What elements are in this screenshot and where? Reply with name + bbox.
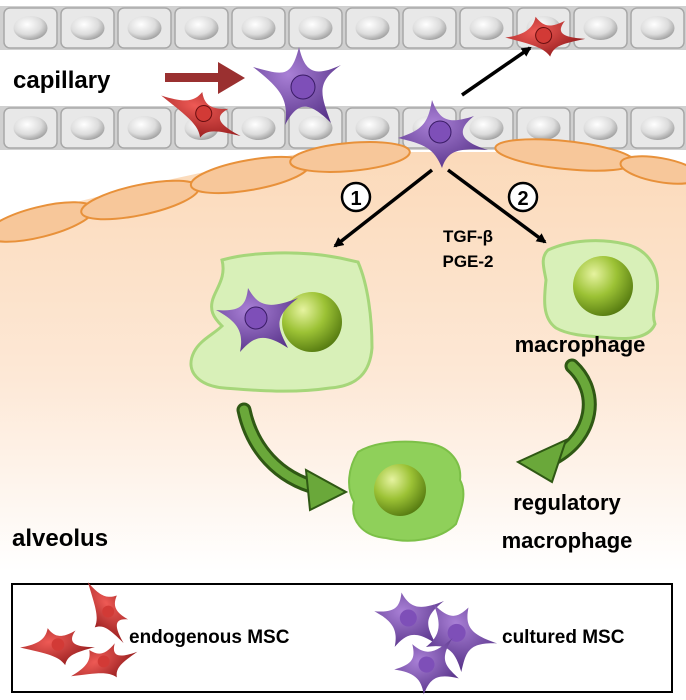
endothelial-nucleus [583, 16, 618, 40]
endothelial-nucleus [13, 16, 48, 40]
endothelial-nucleus [469, 16, 504, 40]
macrophage-label: macrophage [515, 332, 646, 357]
endothelial-nucleus [241, 16, 276, 40]
step-2-marker: 2 [507, 181, 539, 213]
legend-cultured-label: cultured MSC [502, 627, 625, 648]
legend: endogenous MSC cultured MSC [11, 582, 673, 695]
macrophage-cell [541, 239, 660, 340]
arrow-pathway-1 [333, 168, 434, 248]
capillary-label: capillary [13, 67, 111, 94]
cultured-msc-capillary [253, 47, 341, 125]
endothelial-nucleus [184, 16, 219, 40]
endothelial-nucleus [298, 116, 333, 140]
endothelial-nucleus [640, 16, 675, 40]
legend-endogenous-label: endogenous MSC [129, 627, 290, 648]
regulatory-label-line1: regulatory [513, 490, 621, 515]
endothelial-nucleus [640, 116, 675, 140]
endothelial-nucleus [127, 16, 162, 40]
factor-pge2: PGE-2 [442, 252, 493, 271]
arrow-to-capillary-exit [461, 46, 532, 97]
capillary-wall-top [0, 6, 686, 50]
legend-cultured-icon [374, 592, 498, 695]
endothelial-nucleus [13, 116, 48, 140]
curved-arrow-left [236, 402, 349, 512]
legend-endogenous-icon [20, 582, 138, 678]
regulatory-label-line2: macrophage [502, 528, 633, 553]
alveolar-epithelium [0, 138, 686, 243]
factor-tgf-beta: TGF-β [443, 227, 493, 246]
endothelial-nucleus [355, 16, 390, 40]
endogenous-msc-top-right [505, 16, 586, 57]
alveolus-label: alveolus [12, 525, 108, 552]
endothelial-nucleus [355, 116, 390, 140]
endogenous-msc-capillary [161, 91, 241, 138]
endothelial-nucleus [526, 116, 561, 140]
regulatory-macrophage-cell [348, 440, 465, 542]
endothelial-nucleus [298, 16, 333, 40]
curved-arrow-right [515, 358, 597, 484]
arrow-pathway-2 [446, 168, 547, 244]
svg-text:1: 1 [350, 188, 361, 210]
endothelial-nucleus [412, 16, 447, 40]
migration-arrow [165, 62, 245, 94]
endothelial-nucleus [127, 116, 162, 140]
endothelial-nucleus [469, 116, 504, 140]
endothelial-nucleus [70, 116, 105, 140]
endothelial-nucleus [70, 16, 105, 40]
cultured-msc-transmigrating [398, 100, 488, 168]
step-1-marker: 1 [340, 181, 372, 213]
svg-text:2: 2 [517, 188, 528, 210]
endothelial-nucleus [241, 116, 276, 140]
endothelial-nucleus [583, 116, 618, 140]
macrophage-phagocytosing [189, 251, 374, 393]
